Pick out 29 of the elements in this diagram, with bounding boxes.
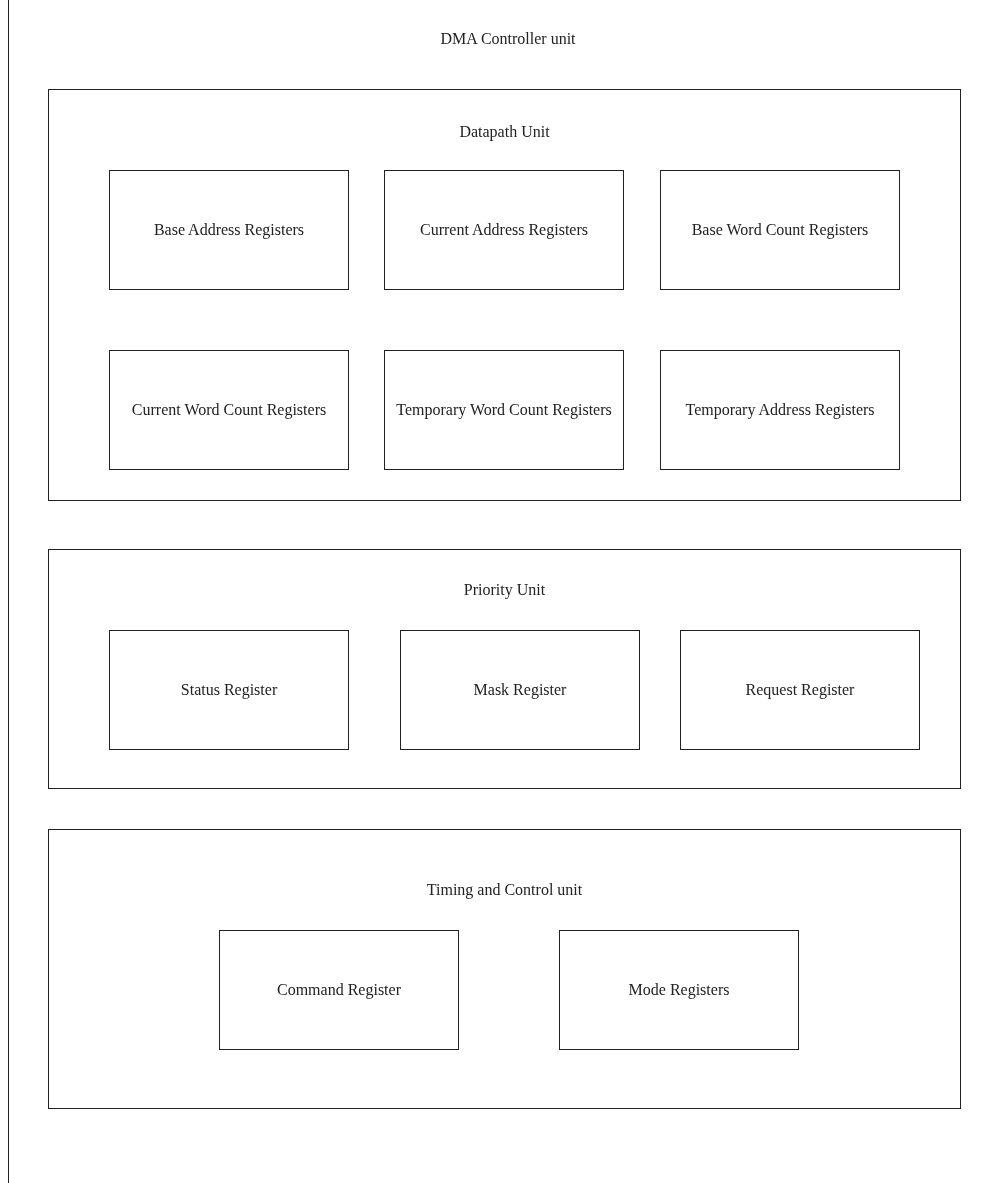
register-box	[384, 350, 624, 470]
register-box	[400, 630, 640, 750]
unit-box	[48, 549, 961, 789]
register-box	[109, 350, 349, 470]
register-label: Temporary Address Registers	[684, 400, 876, 421]
register-box	[660, 170, 900, 290]
register-label: Mode Registers	[627, 980, 731, 1001]
register-label: Status Register	[179, 680, 279, 701]
unit-title: Priority Unit	[462, 580, 547, 601]
register-label: Current Address Registers	[419, 220, 589, 241]
register-label: Base Word Count Registers	[690, 220, 870, 241]
register-label: Command Register	[276, 980, 402, 1001]
register-label: Base Address Registers	[152, 220, 306, 241]
register-label: Current Word Count Registers	[130, 400, 328, 421]
register-label: Request Register	[744, 680, 856, 701]
register-box	[559, 930, 799, 1050]
register-box	[384, 170, 624, 290]
register-box	[109, 630, 349, 750]
register-label: Temporary Word Count Registers	[395, 400, 613, 421]
register-box	[219, 930, 459, 1050]
unit-title: DMA Controller unit	[439, 29, 577, 49]
unit-title: Timing and Control unit	[425, 880, 584, 901]
unit-box	[48, 89, 961, 501]
unit-title: Datapath Unit	[458, 122, 551, 143]
register-label: Mask Register	[472, 680, 568, 701]
unit-box	[48, 829, 961, 1109]
register-box	[680, 630, 920, 750]
register-box	[109, 170, 349, 290]
register-box	[660, 350, 900, 470]
